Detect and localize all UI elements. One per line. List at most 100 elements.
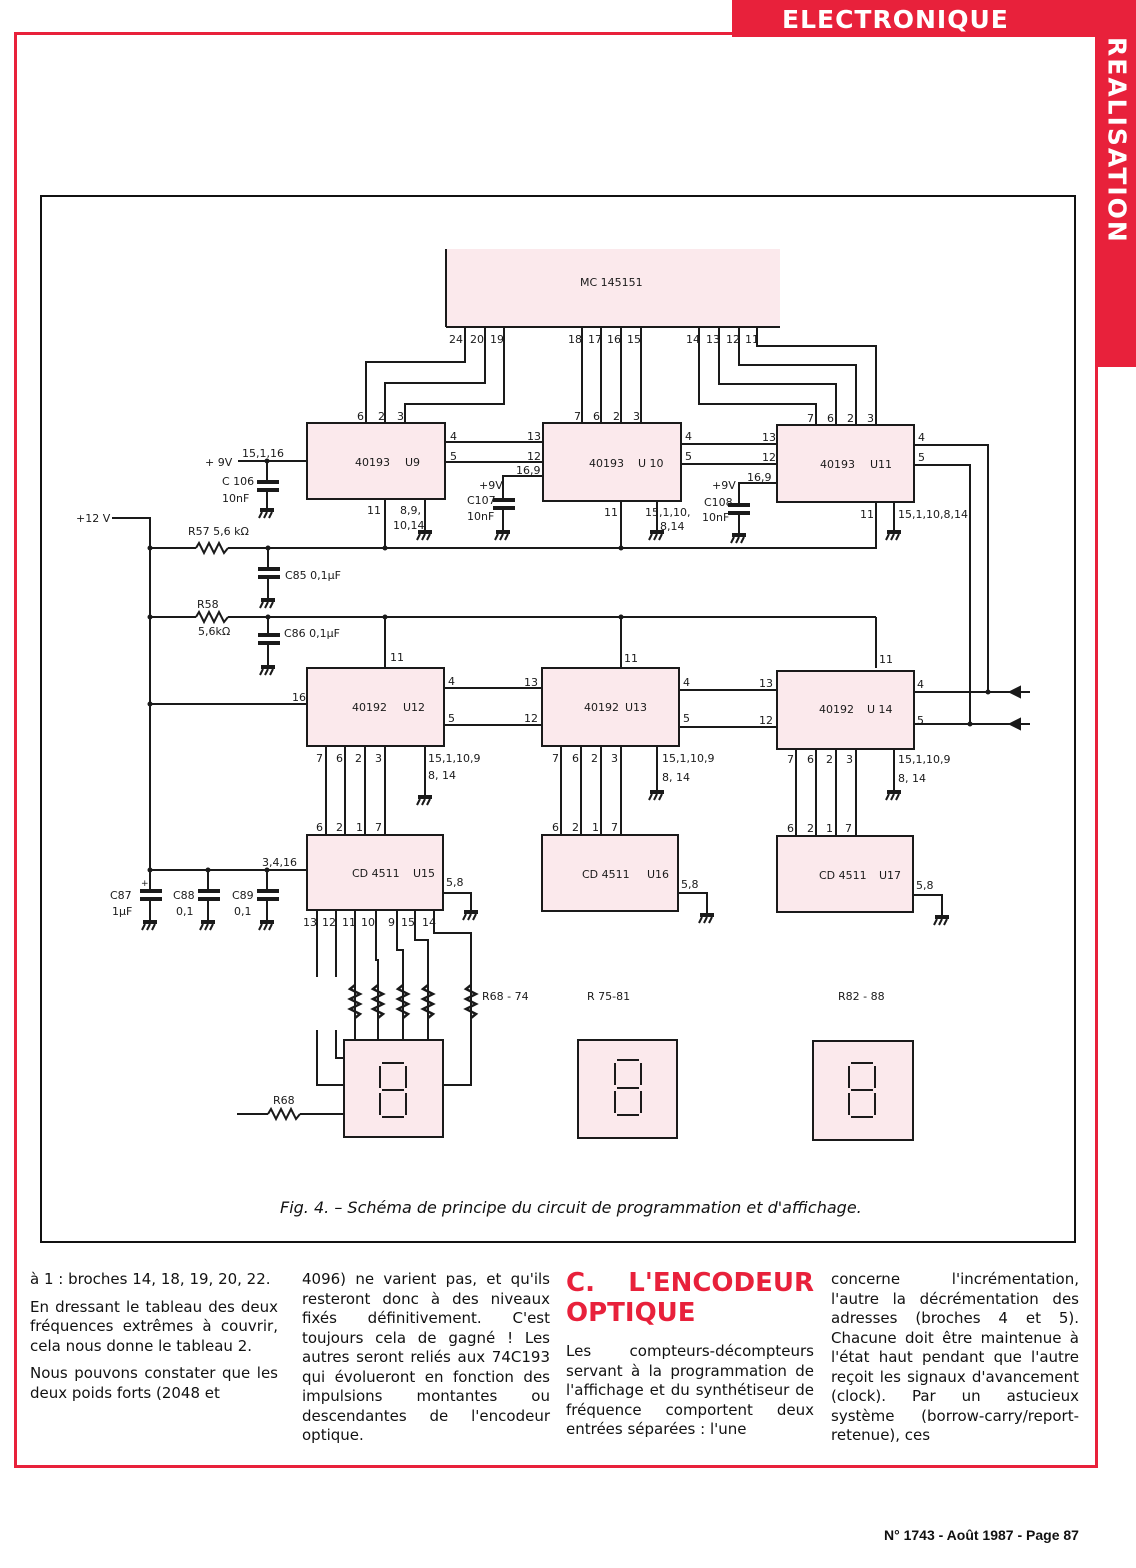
chip-mc145151-label: MC 145151 bbox=[580, 276, 643, 289]
pin-label: 15,1,10,8,14 bbox=[898, 508, 968, 521]
label-r57: R57 5,6 kΩ bbox=[188, 525, 249, 538]
pin-label: 2 bbox=[378, 410, 385, 423]
chip-u17 bbox=[776, 835, 914, 913]
u15-ref: U15 bbox=[413, 867, 435, 880]
pin-label: 2 bbox=[613, 410, 620, 423]
page-frame bbox=[14, 32, 1098, 1468]
pin-label: 7 bbox=[611, 821, 618, 834]
chip-u16 bbox=[541, 834, 679, 912]
polarity-plus: + bbox=[141, 879, 149, 889]
pin-label: 4 bbox=[917, 678, 924, 691]
pin-label: 1 bbox=[356, 821, 363, 834]
pin-label: 7 bbox=[574, 410, 581, 423]
pin-label: 4 bbox=[683, 676, 690, 689]
pin-label: 1 bbox=[826, 822, 833, 835]
label-c108-value: 10nF bbox=[702, 511, 729, 524]
pin-label: 6 bbox=[827, 412, 834, 425]
pin-label: 11 bbox=[367, 504, 381, 517]
pin-label: 6 bbox=[807, 753, 814, 766]
pin-label: 9 bbox=[388, 916, 395, 929]
pin-label: 6 bbox=[787, 822, 794, 835]
chip-mc145151 bbox=[446, 249, 780, 327]
pin-label: 24 bbox=[449, 333, 463, 346]
paragraph: à 1 : broches 14, 18, 19, 20, 22. bbox=[30, 1270, 271, 1288]
pin-label: 6 bbox=[357, 410, 364, 423]
label-c89: C89 bbox=[232, 889, 254, 902]
chip-u12 bbox=[306, 667, 445, 747]
u16-ref: U16 bbox=[647, 868, 669, 881]
u17-type: CD 4511 bbox=[819, 869, 867, 882]
pin-label: 15 bbox=[401, 916, 415, 929]
display-digit-3 bbox=[812, 1040, 914, 1141]
pin-label: 3 bbox=[397, 410, 404, 423]
pin-label: 16,9 bbox=[516, 464, 541, 477]
paragraph: concerne l'incrémentation, l'autre la dé… bbox=[831, 1270, 1079, 1444]
u14-type: 40192 bbox=[819, 703, 854, 716]
pin-label: 18 bbox=[568, 333, 582, 346]
pin-label: 12 bbox=[524, 712, 538, 725]
pin-label: 10,14 bbox=[393, 519, 425, 532]
paragraph: 4096) ne varient pas, et qu'ils resteron… bbox=[302, 1270, 550, 1444]
label-r68: R68 bbox=[273, 1094, 295, 1107]
u13-type: 40192 bbox=[584, 701, 619, 714]
pin-label: 17 bbox=[588, 333, 602, 346]
pin-label: 11 bbox=[604, 506, 618, 519]
pin-label: 15,1,10,9 bbox=[428, 752, 480, 765]
pin-label: 11 bbox=[342, 916, 356, 929]
label-9v-c: +9V bbox=[712, 479, 736, 492]
section-heading: C. L'ENCODEUR OPTIQUE bbox=[566, 1268, 814, 1328]
label-9v-a: + 9V bbox=[205, 456, 233, 469]
pin-label: 15 bbox=[627, 333, 641, 346]
pin-label: 15,1,10,9 bbox=[898, 753, 950, 766]
article-column-2: 4096) ne varient pas, et qu'ils resteron… bbox=[302, 1270, 550, 1454]
pin-label: 12 bbox=[726, 333, 740, 346]
pin-label: 3 bbox=[867, 412, 874, 425]
chip-u15 bbox=[306, 834, 444, 911]
label-r58: R58 bbox=[197, 598, 219, 611]
pin-label: 3 bbox=[375, 752, 382, 765]
pin-label: 14 bbox=[422, 916, 436, 929]
u12-type: 40192 bbox=[352, 701, 387, 714]
pin-label: 14 bbox=[686, 333, 700, 346]
u11-type: 40193 bbox=[820, 458, 855, 471]
label-12v: +12 V bbox=[76, 512, 111, 525]
label-c87-value: 1μF bbox=[112, 905, 132, 918]
u10-ref: U 10 bbox=[638, 457, 664, 470]
chip-u9 bbox=[306, 422, 446, 500]
pin-label: 5 bbox=[448, 712, 455, 725]
pin-label: 11 bbox=[745, 333, 759, 346]
pin-label: 8, 14 bbox=[428, 769, 456, 782]
label-r68-74: R68 - 74 bbox=[482, 990, 529, 1003]
pin-label: 11 bbox=[860, 508, 874, 521]
pin-label: 5 bbox=[683, 712, 690, 725]
chip-u14 bbox=[776, 670, 915, 750]
pin-label: 2 bbox=[336, 821, 343, 834]
pin-label: 4 bbox=[448, 675, 455, 688]
pin-label: 1 bbox=[592, 821, 599, 834]
pin-label: 11 bbox=[879, 653, 893, 666]
pin-label: 5 bbox=[918, 451, 925, 464]
pin-label: 2 bbox=[572, 821, 579, 834]
pin-label: 12 bbox=[759, 714, 773, 727]
resistor-r68 bbox=[267, 1106, 301, 1122]
label-c106: C 106 bbox=[222, 475, 254, 488]
u11-ref: U11 bbox=[870, 458, 892, 471]
pin-label: 5 bbox=[685, 450, 692, 463]
pin-label: 19 bbox=[490, 333, 504, 346]
pin-label: 7 bbox=[552, 752, 559, 765]
u12-ref: U12 bbox=[403, 701, 425, 714]
paragraph: En dressant le tableau des deux fréquenc… bbox=[30, 1297, 278, 1355]
pin-label: 2 bbox=[847, 412, 854, 425]
pin-label: 2 bbox=[591, 752, 598, 765]
section-banner-side: REALISATION bbox=[1098, 37, 1136, 367]
pin-label: 5,8 bbox=[446, 876, 464, 889]
pin-label: 11 bbox=[624, 652, 638, 665]
label-r82-88: R82 - 88 bbox=[838, 990, 885, 1003]
pin-label: 4 bbox=[918, 431, 925, 444]
label-c106-value: 10nF bbox=[222, 492, 249, 505]
label-9v-b: +9V bbox=[479, 479, 503, 492]
pin-label: 8,14 bbox=[660, 520, 685, 533]
pin-label: 12 bbox=[527, 450, 541, 463]
pin-label: 11 bbox=[390, 651, 404, 664]
